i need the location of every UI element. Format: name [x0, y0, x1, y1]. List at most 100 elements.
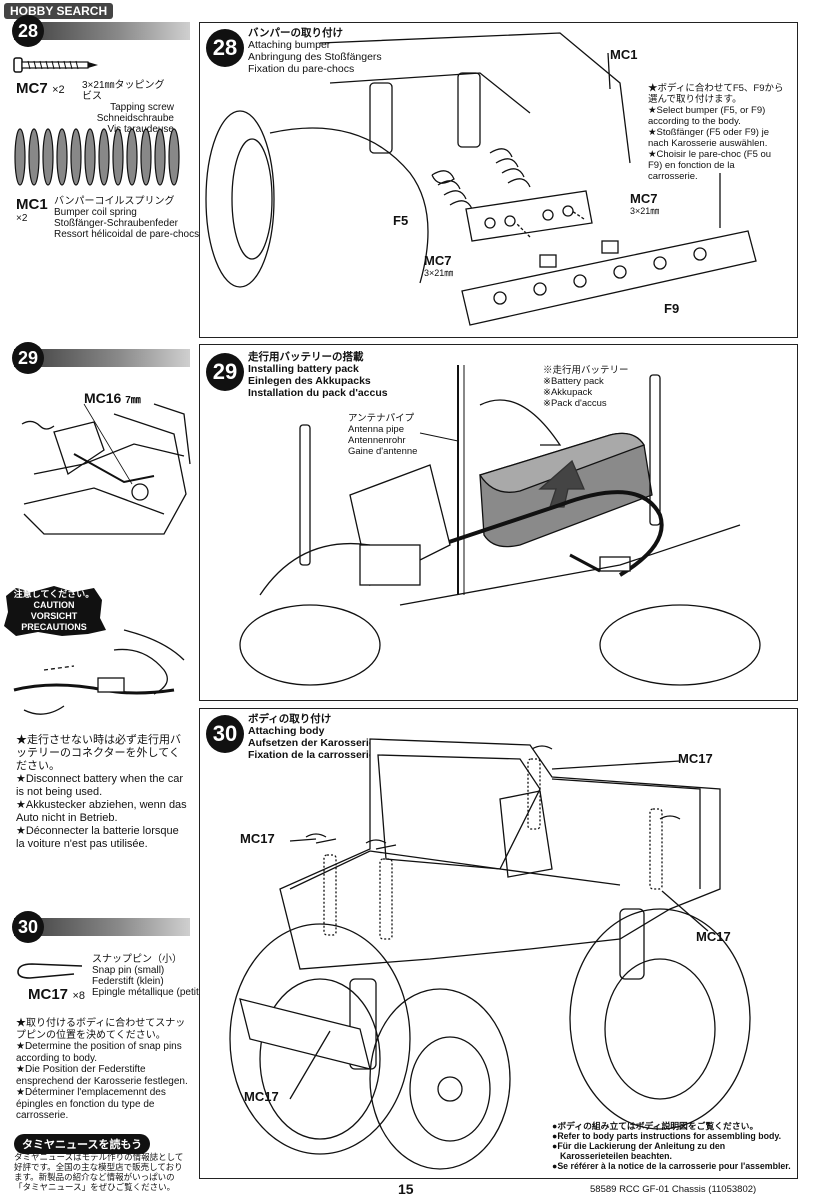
footer-name: RCC GF-01 Chassis	[619, 1184, 706, 1195]
panel30-title: ボディの取り付け Attaching body Aufsetzen der Ka…	[248, 713, 375, 761]
label-mc7-right-size: 3×21㎜	[630, 206, 660, 216]
bumper-assembly-illustration	[205, 32, 757, 326]
part-mc7-jp: 3×21㎜タッピングビス	[82, 80, 165, 102]
panel-step29: 29 走行用バッテリーの搭載 Installing battery pack E…	[199, 344, 798, 701]
antenna-label-de: Antennenrohr	[348, 435, 406, 446]
label-mc7-left: MC7	[424, 253, 452, 268]
step30-note-fr: ★Déterminer l'emplacemennt des épingles …	[16, 1087, 166, 1121]
part-mc1-qty: ×2	[16, 213, 28, 224]
part-mc1: MC1 ×2	[16, 196, 48, 224]
panel28-title: バンパーの取り付け Attaching bumper Anbringung de…	[248, 27, 382, 75]
panel30-note-line: Karosserieteilen beachten.	[560, 1151, 672, 1161]
label-mc1: MC1	[610, 47, 638, 62]
panel29-title-fr: Installation du pack d'accus	[248, 387, 388, 399]
step30-notes: ★取り付けるボディに合わせてスナップピンの位置を決めてください。 ★Determ…	[16, 1018, 190, 1122]
servo-clip-illustration	[21, 403, 191, 535]
part-mc16: MC16 7㎜	[84, 390, 141, 406]
panel28-note: ★ボディに合わせてF5、F9から 選んで取り付けます。 ★Select bump…	[648, 83, 794, 182]
panel29-title-de: Einlegen des Akkupacks	[248, 375, 371, 387]
part-mc17-en: Snap pin (small)	[92, 965, 165, 976]
step29-note-jp: ★走行させない時は必ず走行用バッテリーのコネクターを外してください。	[16, 734, 181, 772]
panel29-title: 走行用バッテリーの搭載 Installing battery pack Einl…	[248, 351, 388, 399]
coil-spring-icon	[14, 128, 180, 186]
caution-jp: 注意してください。	[13, 589, 95, 599]
part-mc1-en: Bumper coil spring	[54, 207, 137, 218]
part-mc17-desc: スナップピン（小） Snap pin (small) Federstift (k…	[92, 954, 208, 998]
panel28-note-line: 選んで取り付けます。	[648, 94, 742, 105]
part-mc7-desc: 3×21㎜タッピングビス Tapping screw Schneidschrau…	[82, 80, 174, 135]
label-mc7-left-size: 3×21㎜	[424, 268, 454, 278]
part-mc7-en: Tapping screw	[110, 102, 174, 113]
panel29-number: 29	[206, 353, 244, 391]
label-mc17-right: MC17	[696, 929, 731, 944]
panel28-note-line: carrosserie.	[648, 171, 698, 182]
part-mc7-fr: Vis taraudeuse	[107, 124, 174, 135]
part-mc7: MC7 ×2	[16, 80, 65, 98]
step29-header-bar	[14, 349, 190, 367]
label-mc7-right: MC7	[630, 191, 658, 206]
antenna-label-fr: Gaine d'antenne	[348, 446, 418, 457]
step30-header-bar	[14, 918, 190, 936]
part-mc1-desc: バンパーコイルスプリング Bumper coil spring Stoßfäng…	[54, 196, 199, 240]
step29-note-de: ★Akkustecker abziehen, wenn das Auto nic…	[16, 799, 187, 824]
part-mc16-size: 7㎜	[125, 395, 141, 406]
label-mc17-left: MC17	[240, 831, 275, 846]
part-mc1-jp: バンパーコイルスプリング	[54, 196, 175, 207]
panel30-note-line: ●ボディの組み立てはボディ説明図をご覧ください。	[552, 1121, 759, 1131]
panel28-note-line: according to the body.	[648, 116, 741, 127]
battery-label-en: ※Battery pack	[543, 376, 604, 387]
battery-label: ※走行用バッテリー ※Battery pack ※Akkupack ※Pack …	[543, 365, 629, 409]
panel30-title-fr: Fixation de la carrosserie	[248, 749, 375, 761]
part-mc17: MC17 ×8	[28, 986, 85, 1004]
part-mc7-code: MC7	[16, 80, 48, 97]
news-title: タミヤニュースを読もう	[14, 1134, 151, 1154]
panel28-note-line: ★Select bumper (F5, or F9)	[648, 105, 766, 116]
panel29-title-jp: 走行用バッテリーの搭載	[248, 351, 364, 363]
panel28-title-fr: Fixation du pare-chocs	[248, 63, 355, 75]
step29-notes: ★走行させない時は必ず走行用バッテリーのコネクターを外してください。 ★Disc…	[16, 734, 190, 851]
step30-note-en: ★Determine the position of snap pins acc…	[16, 1041, 182, 1064]
battery-label-de: ※Akkupack	[543, 387, 593, 398]
panel28-note-line: nach Karosserie auswählen.	[648, 138, 768, 149]
battery-label-jp: ※走行用バッテリー	[543, 365, 629, 376]
part-mc16-code: MC16	[84, 390, 122, 406]
panel28-note-line: ★Choisir le pare-choc (F5 ou	[648, 149, 772, 160]
caution-en: CAUTION	[33, 600, 75, 610]
panel30-number: 30	[206, 715, 244, 753]
step30-number: 30	[12, 911, 44, 943]
body-mount-illustration	[229, 738, 751, 1170]
tapping-screw-icon	[13, 57, 98, 73]
caution-de: VORSICHT	[30, 611, 78, 621]
part-mc1-fr: Ressort hélicoidal de pare-chocs	[54, 229, 200, 240]
battery-label-fr: ※Pack d'accus	[543, 398, 607, 409]
caution-burst-icon	[4, 586, 106, 636]
step29-note-fr: ★Déconnecter la batterie lorsque la voit…	[16, 825, 179, 850]
panel30-title-de: Aufsetzen der Karosserie	[248, 737, 375, 749]
antenna-label: アンテナパイプ Antenna pipe Antennenrohr Gaine …	[348, 413, 417, 457]
part-mc17-fr: Epingle métallique (petite)	[92, 987, 208, 998]
panel28-note-line: F9) en fonction de la	[648, 160, 735, 171]
panel28-note-line: ★ボディに合わせてF5、F9から	[648, 83, 784, 94]
panel30-note-line: ●Für die Lackierung der Anleitung zu den	[552, 1141, 726, 1151]
footer-code: 58589	[590, 1184, 617, 1195]
antenna-label-jp: アンテナパイプ	[348, 413, 415, 424]
panel28-title-jp: バンパーの取り付け	[248, 27, 344, 39]
part-mc17-jp: スナップピン（小）	[92, 954, 182, 965]
step28-header-bar	[14, 22, 190, 40]
part-mc7-de: Schneidschraube	[96, 113, 174, 124]
step29-note-en: ★Disconnect battery when the car is not …	[16, 773, 183, 798]
battery-install-illustration	[239, 365, 761, 686]
panel30-note: ●ボディの組み立てはボディ説明図をご覧ください。 ●Refer to body …	[552, 1121, 792, 1171]
panel30-title-en: Attaching body	[248, 725, 325, 737]
part-mc17-qty: ×8	[72, 990, 86, 1002]
part-mc1-code: MC1	[16, 196, 48, 213]
panel30-title-jp: ボディの取り付け	[248, 713, 332, 725]
part-mc17-code: MC17	[28, 986, 69, 1003]
page-number: 15	[398, 1181, 414, 1197]
panel28-number: 28	[206, 29, 244, 67]
part-mc17-de: Federstift (klein)	[92, 976, 164, 987]
label-mc17-top: MC17	[678, 751, 713, 766]
caution-badge: 注意してください。 CAUTION VORSICHT PRECAUTIONS	[2, 586, 106, 636]
panel29-title-en: Installing battery pack	[248, 363, 359, 375]
